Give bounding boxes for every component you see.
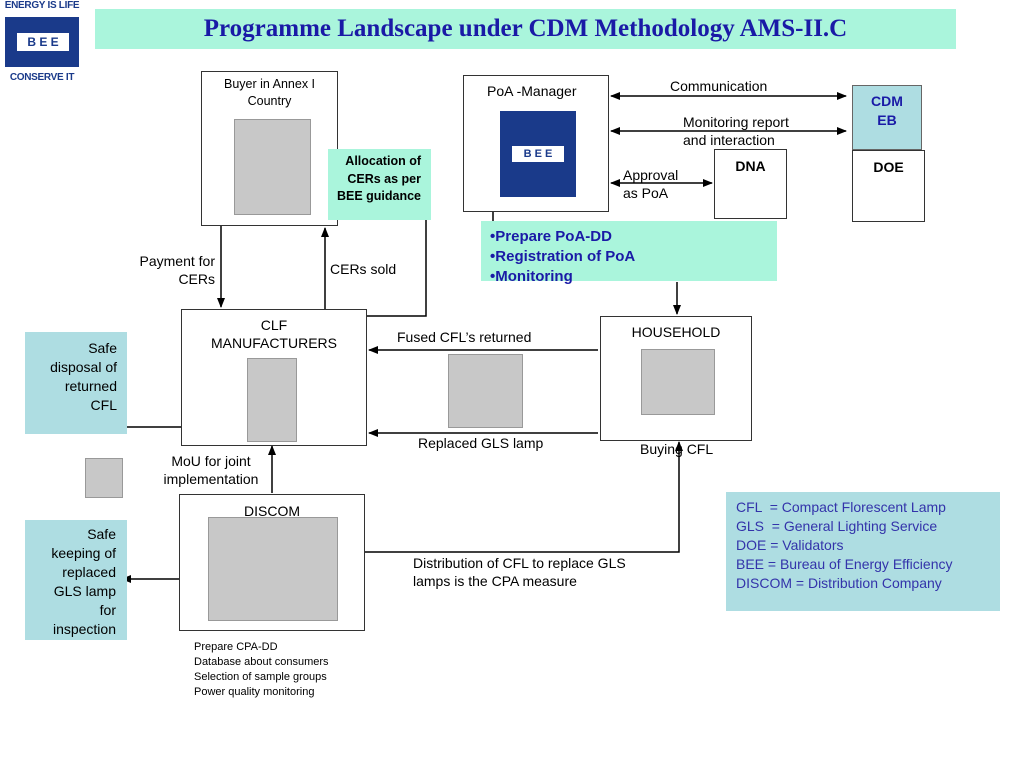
allocation-label: Allocation of CERs as per BEE guidance (336, 154, 421, 203)
household-label: HOUSEHOLD (631, 324, 721, 340)
discom-task-item: Database about consumers (194, 656, 329, 668)
logo-top-text: ENERGY IS LIFE (4, 0, 80, 11)
poa-task-item: •Monitoring (490, 268, 573, 285)
dna-label: DNA (735, 158, 766, 174)
node-clf-manufacturers: CLF MANUFACTURERS (181, 309, 367, 446)
discom-task-item: Prepare CPA-DD (194, 641, 278, 653)
cdm-eb-label: CDM EB (871, 93, 903, 128)
title-banner: Programme Landscape under CDM Methodolog… (95, 9, 956, 49)
legend-item: DOE = Validators (736, 537, 844, 553)
label-payment: Payment for CERs (139, 253, 215, 287)
legend-item: CFL = Compact Florescent Lamp (736, 499, 946, 515)
node-safe-disposal: Safe disposal of returned CFL (25, 332, 127, 434)
clf-label: CLF MANUFACTURERS (210, 317, 337, 351)
house-image (641, 349, 715, 415)
legend-item: BEE = Bureau of Energy Efficiency (736, 556, 953, 572)
discom-task-item: Power quality monitoring (194, 686, 315, 698)
legend-item: DISCOM = Distribution Company (736, 575, 942, 591)
discom-tasks: Prepare CPA-DD Database about consumers … (194, 640, 374, 700)
logo-small-middle: B E E (512, 146, 564, 162)
doe-label: DOE (873, 159, 904, 175)
logo-middle-text: B E E (17, 33, 69, 51)
node-buyer: Buyer in Annex I Country (201, 71, 338, 226)
legend-box: CFL = Compact Florescent Lamp GLS = Gene… (726, 492, 1000, 611)
poa-task-item: •Prepare PoA-DD (490, 228, 612, 245)
money-hand-image (234, 119, 311, 215)
arrow-distribution (364, 441, 683, 553)
node-discom: DISCOM (179, 494, 365, 631)
legend-item: GLS = General Lighting Service (736, 518, 938, 534)
label-approval: Approval as PoA (623, 167, 679, 201)
poa-tasks-box: •Prepare PoA-DD •Registration of PoA •Mo… (481, 221, 777, 285)
poa-task-item: •Registration of PoA (490, 248, 636, 265)
cfl-bulb-image (247, 358, 297, 442)
safe-keeping-label: Safe keeping of replaced GLS lamp for in… (51, 526, 116, 637)
label-fused-returned: Fused CFL’s returned (397, 329, 532, 345)
logo-emblem: B E E (4, 16, 80, 68)
label-monitoring-report: Monitoring report and interaction (683, 114, 789, 148)
node-doe: DOE (852, 150, 925, 222)
label-mou: MoU for joint implementation (163, 453, 259, 487)
node-allocation: Allocation of CERs as per BEE guidance (328, 149, 431, 220)
node-household: HOUSEHOLD (600, 316, 752, 441)
bee-logo: ENERGY IS LIFE B E E CONSERVE IT (0, 0, 84, 90)
discom-task-item: Selection of sample groups (194, 671, 327, 683)
label-buying-cfl: Buying CFL (640, 441, 714, 457)
safe-disposal-label: Safe disposal of returned CFL (50, 340, 117, 413)
logo-bottom-text: CONSERVE IT (9, 72, 75, 83)
power-logo-image (208, 517, 338, 621)
label-cers-sold: CERs sold (330, 261, 397, 277)
node-poa-manager: PoA -Manager B E E (463, 75, 609, 212)
label-distribution: Distribution of CFL to replace GLS lamps… (413, 555, 626, 589)
line-allocation (338, 200, 427, 320)
label-communication: Communication (670, 78, 768, 94)
node-cdm-eb: CDM EB (852, 85, 922, 150)
bee-logo-small: B E E (500, 111, 576, 197)
discom-label: DISCOM (244, 503, 300, 519)
page-title: Programme Landscape under CDM Methodolog… (203, 15, 848, 42)
gls-lamps-image (448, 354, 523, 428)
poa-manager-label: PoA -Manager (487, 83, 577, 99)
node-safe-keeping: Safe keeping of replaced GLS lamp for in… (25, 520, 127, 640)
node-dna: DNA (714, 149, 787, 219)
buyer-label: Buyer in Annex I Country (223, 77, 316, 108)
label-replaced-gls: Replaced GLS lamp (418, 435, 544, 451)
recycle-bin-image (85, 458, 123, 498)
